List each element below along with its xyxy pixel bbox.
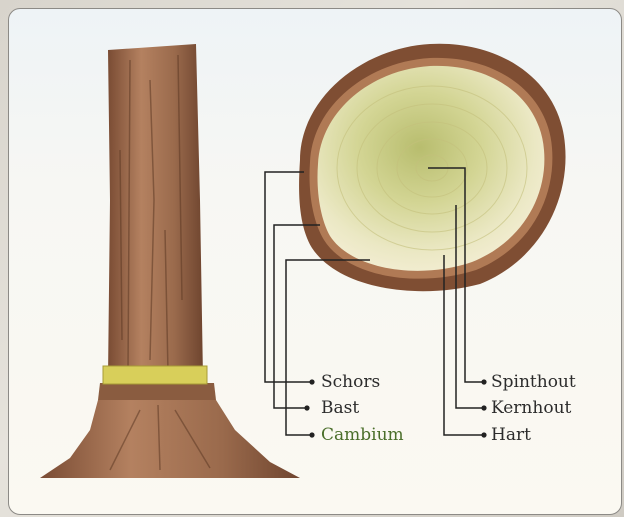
label-schors: Schors bbox=[321, 372, 380, 392]
label-cambium: Cambium bbox=[321, 425, 404, 445]
label-bast: Bast bbox=[321, 398, 359, 418]
label-kernhout: Kernhout bbox=[491, 398, 571, 418]
label-spinthout: Spinthout bbox=[491, 372, 576, 392]
cambium-band bbox=[103, 366, 207, 384]
label-hart: Hart bbox=[491, 425, 531, 445]
tree-trunk bbox=[40, 44, 300, 478]
